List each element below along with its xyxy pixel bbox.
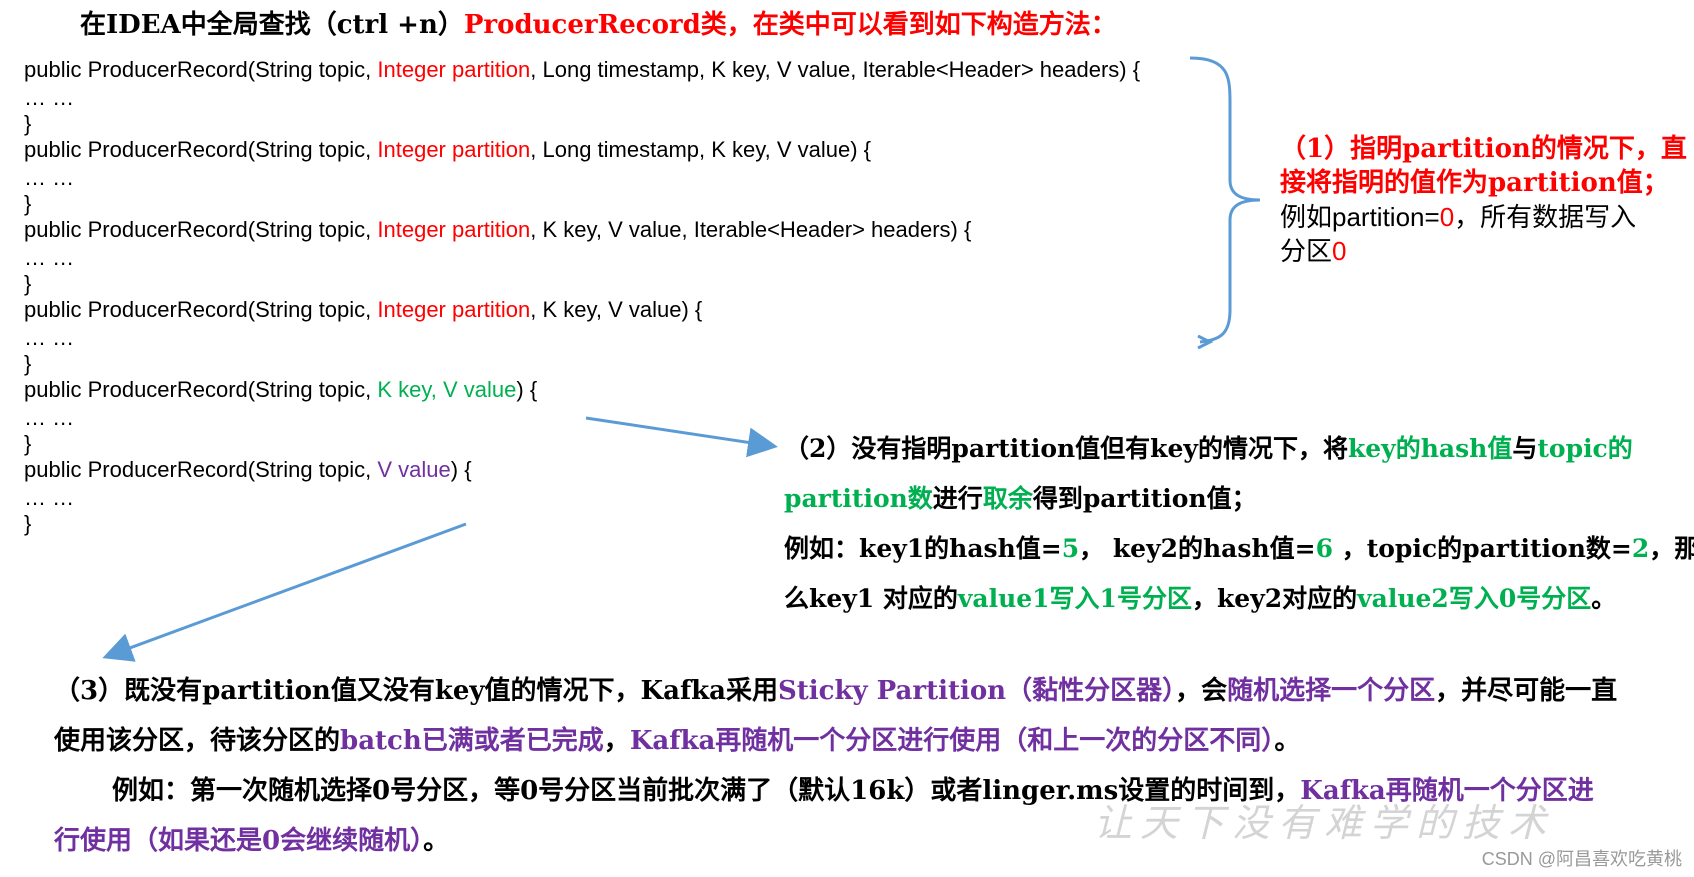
note-3: （3）既没有partition值又没有key值的情况下，Kafka采用Stick…	[54, 676, 1618, 856]
code-close-3: }	[24, 271, 32, 296]
code-body-3: … …	[24, 245, 75, 270]
code-signature-2: public ProducerRecord(String topic, Inte…	[24, 137, 872, 162]
code-signature-4: public ProducerRecord(String topic, Inte…	[24, 297, 703, 322]
code-close-2: }	[24, 191, 32, 216]
code-body-5: … …	[24, 405, 75, 430]
code-signature-3: public ProducerRecord(String topic, Inte…	[24, 217, 972, 242]
code-body-2: … …	[24, 165, 75, 190]
watermark: 让天下没有难学的技术	[1093, 801, 1554, 845]
title-highlight: ProducerRecord类，在类中可以看到如下构造方法：	[463, 10, 1117, 40]
code-body-6: … …	[24, 485, 75, 510]
csdn-credit: CSDN @阿昌喜欢吃黄桃	[1481, 849, 1682, 869]
title-prefix: 在IDEA中全局查找（ctrl +n）	[80, 10, 464, 40]
code-close-5: }	[24, 431, 32, 456]
code-close-1: }	[24, 111, 32, 136]
arrow-to-note2	[585, 416, 778, 458]
code-signature-6: public ProducerRecord(String topic, V va…	[24, 457, 472, 482]
note-2: （2）没有指明partition值但有key的情况下，将key的hash值与to…	[784, 434, 1694, 613]
page-title: 在IDEA中全局查找（ctrl +n）ProducerRecord类，在类中可以…	[80, 4, 1117, 41]
code-signature-5: public ProducerRecord(String topic, K ke…	[24, 377, 538, 402]
code-body-1: … …	[24, 85, 75, 110]
note-1: （1）指明partition的情况下，直 接将指明的值作为partition值；…	[1280, 134, 1687, 266]
arrow-to-note3	[102, 522, 467, 662]
curly-brace	[1189, 56, 1261, 344]
code-signature-1: public ProducerRecord(String topic, Inte…	[24, 57, 1141, 82]
code-close-4: }	[24, 351, 32, 376]
code-close-6: }	[24, 511, 32, 536]
brace-arrowhead	[1197, 334, 1214, 350]
code-body-4: … …	[24, 325, 75, 350]
